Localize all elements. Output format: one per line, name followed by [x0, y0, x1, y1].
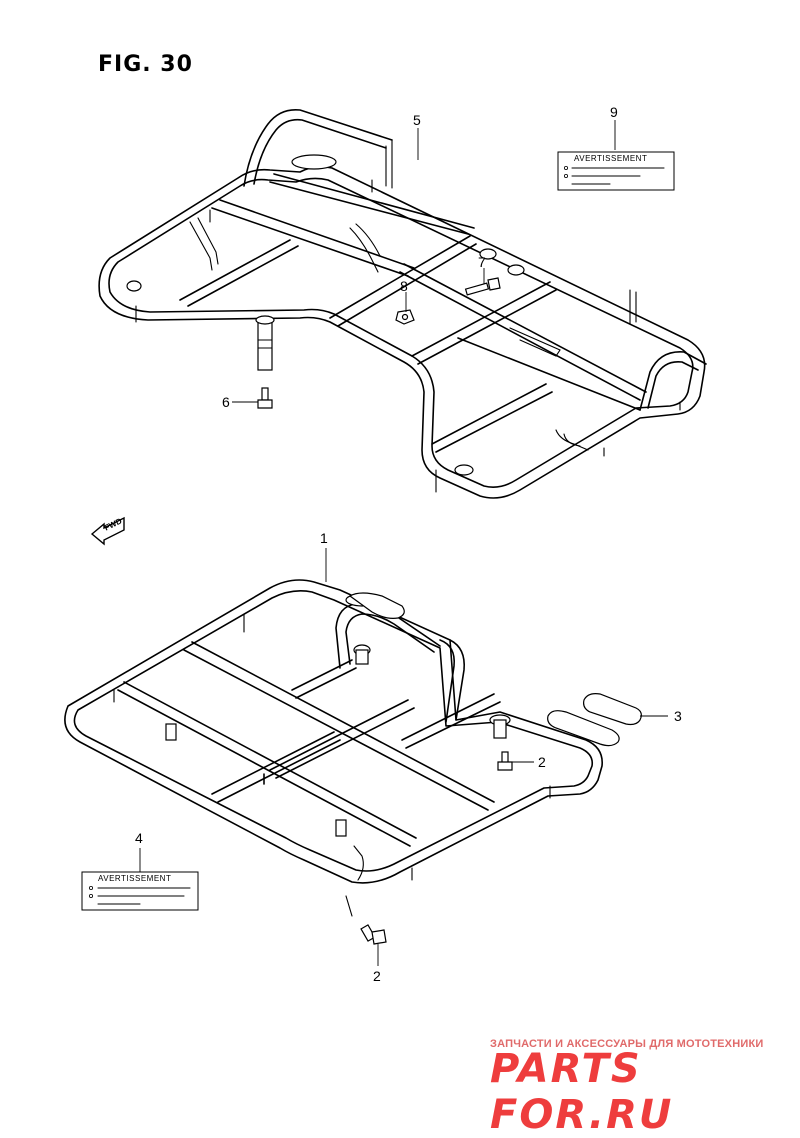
rear-carrier-part-5[interactable] — [98, 108, 707, 499]
watermark-brand: PARTS FOR.RU — [490, 1046, 674, 1138]
watermark: ЗАПЧАСТИ И АКСЕССУАРЫ ДЛЯ МОТОТЕХНИКИ PA… — [490, 1038, 790, 1138]
callout-3[interactable]: 3 — [674, 708, 682, 724]
fwd-arrow-icon — [90, 516, 125, 546]
warning-label-part-4[interactable] — [81, 871, 199, 911]
nut-part-8[interactable] — [395, 309, 415, 325]
bolt-part-2-lower[interactable] — [360, 924, 387, 945]
figure-title: FIG. 30 — [98, 52, 193, 77]
callout-7[interactable]: 7 — [478, 254, 486, 270]
callout-8[interactable]: 8 — [400, 278, 408, 294]
bolt-part-7[interactable] — [464, 277, 501, 296]
bolt-part-2-upper[interactable] — [497, 751, 513, 771]
watermark-tagline: ЗАПЧАСТИ И АКСЕССУАРЫ ДЛЯ МОТОТЕХНИКИ — [490, 1038, 764, 1050]
callout-2-lower[interactable]: 2 — [373, 968, 381, 984]
callout-4[interactable]: 4 — [135, 830, 143, 846]
callout-6[interactable]: 6 — [222, 394, 230, 410]
callout-9[interactable]: 9 — [610, 104, 618, 120]
lower-label-title: AVERTISSEMENT — [98, 874, 172, 883]
upper-label-title: AVERTISSEMENT — [574, 154, 648, 163]
plate-part-3[interactable] — [345, 592, 642, 747]
callout-1[interactable]: 1 — [320, 530, 328, 546]
bolt-part-6[interactable] — [257, 387, 273, 409]
warning-label-part-9[interactable] — [557, 151, 675, 191]
callout-2-upper[interactable]: 2 — [538, 754, 546, 770]
callout-5[interactable]: 5 — [413, 112, 421, 128]
front-carrier-part-1[interactable] — [64, 579, 603, 917]
